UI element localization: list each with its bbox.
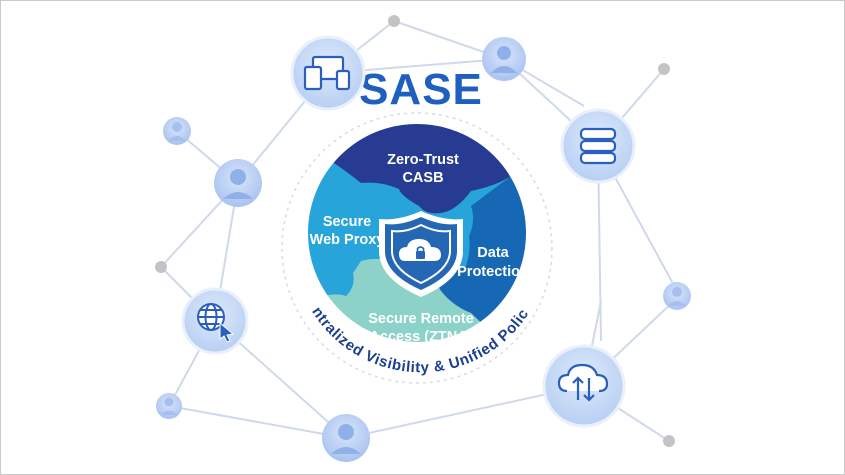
devices-node: [290, 35, 366, 111]
svg-text:Data: Data: [477, 245, 509, 261]
user-icon: [168, 122, 186, 141]
segment-label-data-protection: Data Protection: [457, 245, 529, 280]
user-icon: [331, 424, 361, 454]
user-icon: [223, 169, 253, 199]
svg-text:Secure Remote: Secure Remote: [368, 311, 474, 327]
user-node-top: [482, 37, 526, 81]
globe-cursor-icon: [197, 303, 235, 343]
shield-cloud-lock-icon: [379, 211, 463, 297]
devices-icon: [303, 55, 351, 91]
svg-text:Protection: Protection: [457, 264, 529, 280]
svg-text:Access (ZTNA): Access (ZTNA): [369, 329, 472, 345]
user-node-right: [663, 282, 691, 310]
segment-label-web-proxy: Secure Web Proxy: [310, 214, 385, 248]
svg-text:Secure: Secure: [323, 214, 371, 230]
sase-title: SASE: [359, 65, 483, 114]
segment-casb-shape: [331, 123, 511, 214]
cloud-sync-node: [542, 344, 626, 428]
user-node-left-top: [163, 117, 191, 145]
user-icon: [161, 397, 177, 415]
cloud-sync-icon: [557, 363, 609, 402]
segment-label-remote-access: Secure Remote Access (ZTNA): [368, 311, 474, 345]
globe-node: [181, 287, 249, 355]
database-icon: [579, 127, 617, 165]
user-icon: [668, 287, 686, 306]
user-node-bottom: [322, 414, 370, 462]
segment-label-casb: Zero-Trust CASB: [387, 152, 459, 186]
svg-text:Web Proxy: Web Proxy: [310, 232, 385, 248]
user-icon: [491, 46, 517, 73]
network-dots: [155, 15, 675, 447]
user-node-bottom-left: [156, 393, 182, 419]
database-node: [560, 108, 636, 184]
user-node-left: [214, 159, 262, 207]
svg-text:CASB: CASB: [402, 170, 443, 186]
svg-text:Zero-Trust: Zero-Trust: [387, 152, 459, 168]
outer-ring: [281, 112, 553, 384]
